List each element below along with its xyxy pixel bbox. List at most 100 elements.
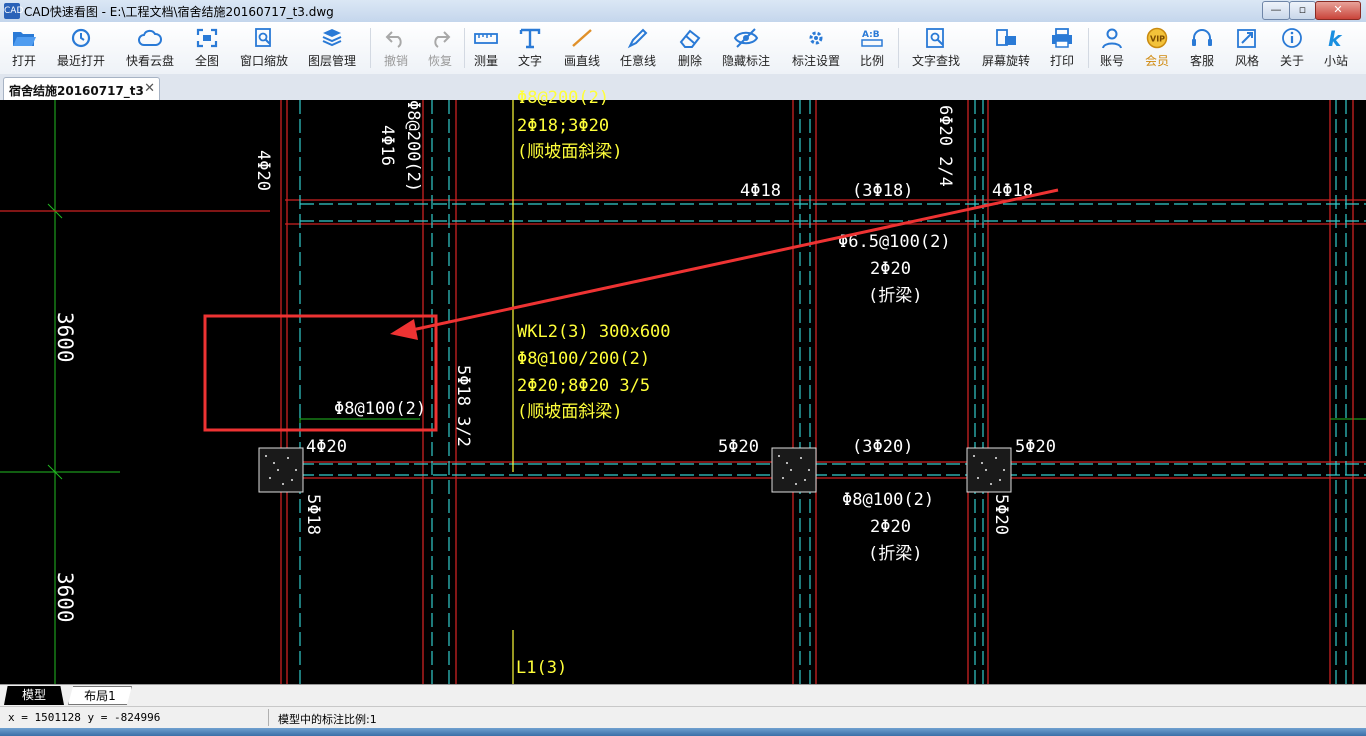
cad-drawing[interactable]: Φ8@200(2) 2Φ18;3Φ20 (顺坡面斜梁) WKL2(3) 300x…: [0, 88, 1366, 684]
account-button[interactable]: 账号: [1094, 24, 1130, 72]
delete-button[interactable]: 删除: [672, 24, 708, 72]
draw-line-button[interactable]: 画直线: [558, 24, 606, 72]
cad-text-white: (折梁): [868, 286, 922, 306]
rotate-screen-icon: [996, 29, 1016, 46]
app-logo-icon: CAD: [4, 3, 23, 19]
fullview-icon: [196, 28, 218, 48]
close-window-button[interactable]: ✕: [1315, 1, 1361, 20]
toolbar-divider: [898, 28, 899, 68]
vip-member-button[interactable]: VIP 会员: [1139, 24, 1175, 72]
line-icon: [572, 29, 592, 47]
cad-text-yellow: (顺坡面斜梁): [517, 402, 622, 422]
user-icon: [1102, 28, 1122, 49]
cad-text-yellow: 2Φ20;8Φ20 3/5: [517, 376, 650, 396]
style-icon: [1237, 29, 1256, 48]
tab-document[interactable]: 宿舍结施20160717_t3 ✕: [3, 77, 160, 100]
measure-button[interactable]: 测量: [468, 24, 504, 72]
cad-text-yellow: 2Φ18;3Φ20: [517, 116, 609, 136]
status-bar: x = 1501128 y = -824996 模型中的标注比例:1: [0, 706, 1366, 729]
cursor-coordinates: x = 1501128 y = -824996: [8, 711, 161, 724]
title-bar: CAD CAD快速看图 - E:\工程文档\宿舍结施20160717_t3.dw…: [0, 0, 1366, 23]
text-t-icon: [519, 28, 541, 49]
minimize-button[interactable]: —: [1262, 1, 1290, 20]
layout-tab-bar: 模型 布局1: [0, 684, 1366, 707]
cad-text-white: 2Φ20: [870, 259, 911, 279]
cad-text-white: 6Φ20 2/4: [935, 105, 955, 187]
cloud-disk-button[interactable]: 快看云盘: [120, 24, 180, 72]
os-taskbar: [0, 728, 1366, 736]
dimension-text: 3600: [53, 312, 77, 363]
scale-button[interactable]: A:B 比例: [854, 24, 890, 72]
redo-icon: [434, 31, 451, 48]
undo-button[interactable]: 撤销: [376, 24, 416, 72]
mini-site-button[interactable]: k 小站: [1323, 27, 1348, 68]
dimension-text: 3600: [53, 572, 77, 623]
window-title: CAD快速看图 - E:\工程文档\宿舍结施20160717_t3.dwg: [24, 5, 334, 19]
cad-text-yellow: (顺坡面斜梁): [517, 142, 622, 162]
maximize-button[interactable]: ▫: [1289, 1, 1316, 20]
customer-service-button[interactable]: 客服: [1184, 24, 1220, 72]
tab-document-label: 宿舍结施20160717_t3: [9, 84, 144, 98]
eraser-icon: [679, 29, 701, 48]
cad-text-white: 5Φ20: [991, 494, 1011, 535]
cad-text-white: Φ8@100(2): [334, 399, 426, 419]
cad-text-white: Φ6.5@100(2): [838, 232, 951, 252]
full-view-button[interactable]: 全图: [188, 24, 226, 72]
cad-text-white: 5Φ18 3/2: [453, 365, 473, 447]
cad-text-yellow: Φ8@200(2): [517, 88, 609, 108]
toolbar-divider: [464, 28, 465, 68]
tab-layout1[interactable]: 布局1: [68, 686, 132, 705]
layers-icon: [322, 29, 342, 47]
pen-icon: [627, 28, 648, 49]
print-button[interactable]: 打印: [1044, 24, 1080, 72]
freehand-line-button[interactable]: 任意线: [614, 24, 662, 72]
status-divider: [268, 709, 269, 726]
recent-open-button[interactable]: 最近打开: [52, 24, 110, 72]
cad-text-white: (3Φ18): [852, 181, 913, 201]
info-icon: [1282, 28, 1302, 48]
drawing-canvas[interactable]: Φ8@200(2) 2Φ18;3Φ20 (顺坡面斜梁) WKL2(3) 300x…: [0, 88, 1366, 684]
headset-icon: [1192, 29, 1212, 46]
cad-text-white: Φ8@100(2): [842, 490, 934, 510]
annotation-settings-icon: [809, 31, 823, 45]
cad-text-white: 4Φ18: [740, 181, 781, 201]
cad-text-white: 5Φ20: [718, 437, 759, 457]
printer-icon: [1052, 28, 1072, 48]
annotation-rectangle[interactable]: [203, 314, 438, 432]
annotation-settings-button[interactable]: 标注设置: [786, 24, 846, 72]
undo-icon: [385, 31, 402, 48]
cad-text-white: Φ8@200(2): [403, 100, 423, 192]
about-button[interactable]: 关于: [1274, 24, 1310, 72]
eye-hide-icon: [733, 28, 759, 48]
screen-rotate-button[interactable]: 屏幕旋转: [976, 24, 1036, 72]
cad-text-white: 4Φ18: [992, 181, 1033, 201]
cad-text-yellow: WKL2(3) 300x600: [517, 322, 671, 342]
cad-text-white: (3Φ20): [852, 437, 913, 457]
tab-close-icon[interactable]: ✕: [144, 81, 155, 96]
cloud-icon: [138, 29, 162, 46]
open-button[interactable]: 打开: [4, 24, 44, 72]
vip-icon: VIP: [1146, 27, 1168, 49]
redo-button[interactable]: 恢复: [420, 24, 460, 72]
style-button[interactable]: 风格: [1229, 24, 1265, 72]
arrow-head-icon: [390, 319, 418, 340]
window-zoom-icon: [255, 28, 271, 47]
annotation-arrow[interactable]: [411, 188, 1059, 332]
text-search-button[interactable]: 文字查找: [906, 24, 966, 72]
document-tab-bar: 宿舍结施20160717_t3 ✕: [0, 74, 1366, 101]
cad-text-yellow: Φ8@100/200(2): [517, 349, 650, 369]
cad-text-white: 4Φ16: [377, 125, 397, 166]
window-zoom-button[interactable]: 窗口缩放: [234, 24, 294, 72]
ruler-icon: [474, 33, 498, 44]
layer-manager-button[interactable]: 图层管理: [302, 24, 362, 72]
text-button[interactable]: 文字: [512, 24, 548, 72]
cad-text-white: (折梁): [868, 544, 922, 564]
hide-annotation-button[interactable]: 隐藏标注: [716, 24, 776, 72]
svg-text:VIP: VIP: [1150, 35, 1165, 44]
folder-open-icon: [13, 32, 36, 46]
cad-text-white: 5Φ18: [303, 494, 323, 535]
tab-model[interactable]: 模型: [4, 686, 64, 705]
cad-text-white: 5Φ20: [1015, 437, 1056, 457]
toolbar-divider: [1088, 28, 1089, 68]
cad-text-white: 4Φ20: [253, 150, 273, 191]
